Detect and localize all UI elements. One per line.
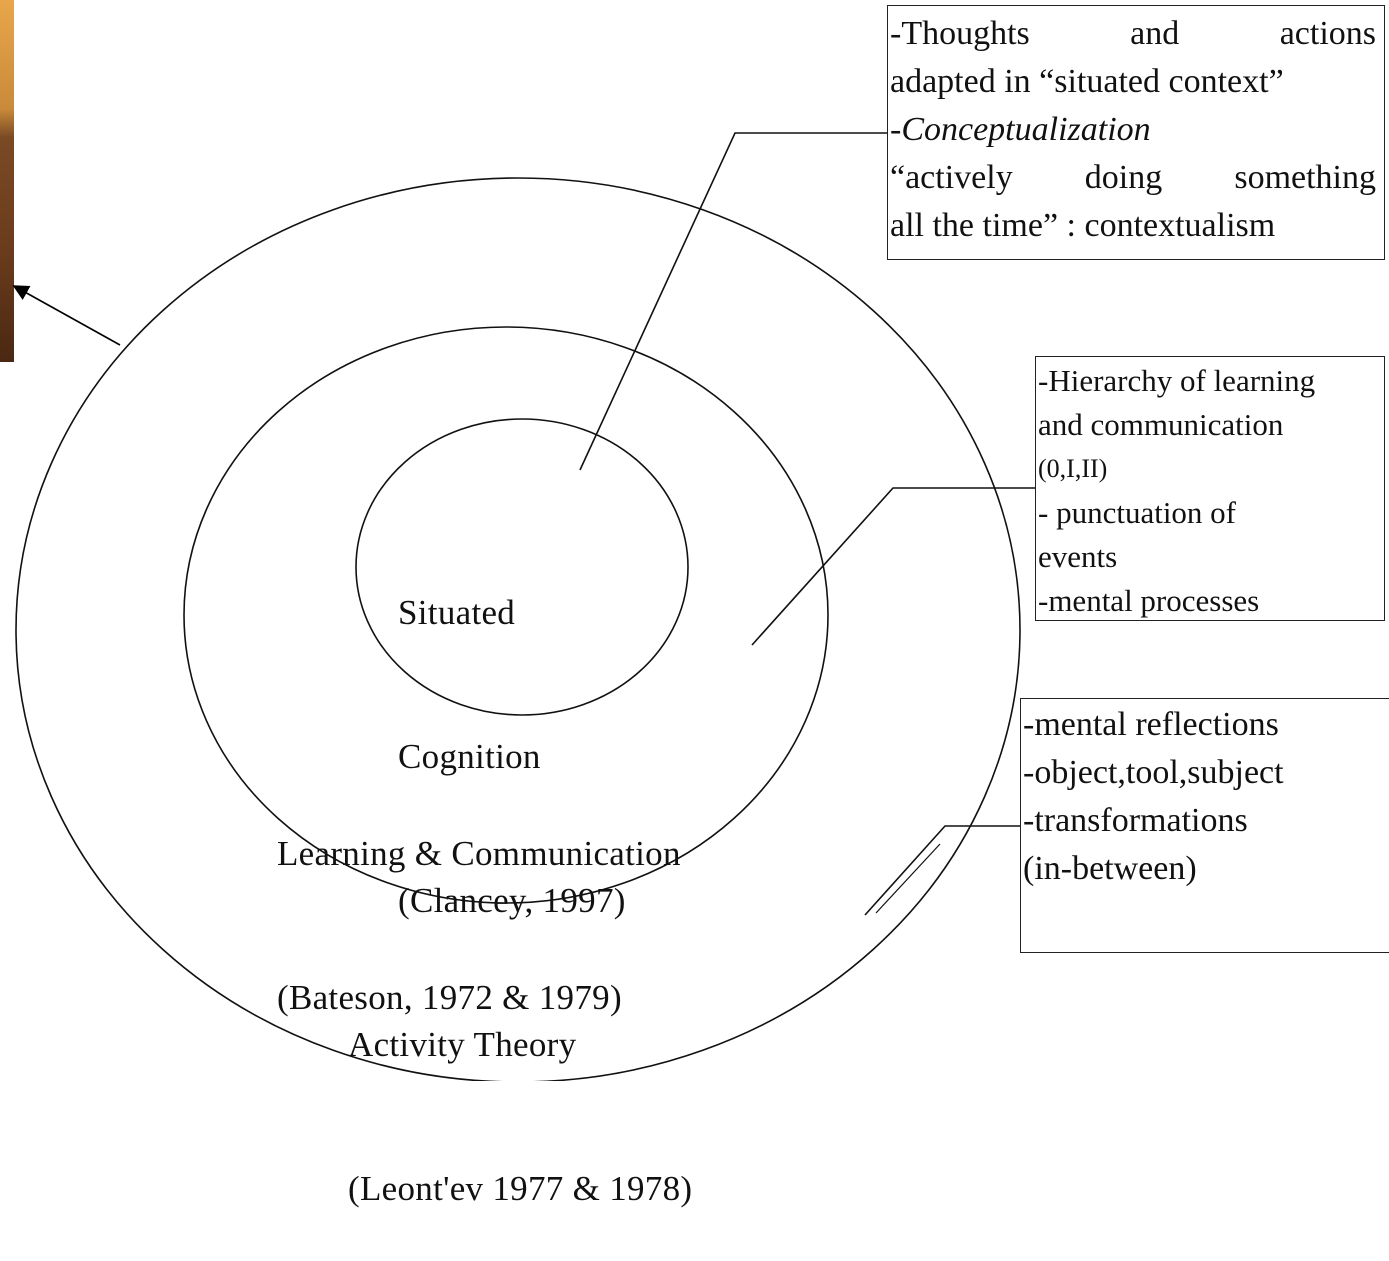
note-situated-line-4: “actively doing something — [890, 159, 1376, 196]
outer-circle-activity-theory — [15, 177, 1021, 1081]
arrow-to-photo — [12, 285, 121, 346]
label-situated-cognition: Situated Cognition (Clancey, 1997) — [398, 493, 626, 973]
label-situated-line-2: Cognition — [398, 737, 541, 776]
note-situated-line-1: -Thoughts and actions — [890, 15, 1376, 52]
photo-strip — [0, 0, 14, 362]
note-activity-line-4: (in-between) — [1023, 850, 1197, 887]
note-situated-line-3: -Conceptualization — [890, 111, 1151, 148]
label-learning-line-2: (Bateson, 1972 & 1979) — [277, 978, 622, 1017]
middle-circle-learning-communication — [183, 326, 829, 904]
label-situated-line-1: Situated — [398, 593, 516, 632]
label-situated-line-3: (Clancey, 1997) — [398, 881, 626, 920]
connector-situated-note — [579, 132, 888, 471]
note-activity-line-3: -transformations — [1023, 802, 1248, 839]
diagram-canvas — [12, 132, 1035, 1081]
note-learning-communication: -Hierarchy of learning and communication… — [1035, 356, 1385, 621]
note-learning-line-5: events — [1038, 539, 1118, 574]
note-activity-line-1: -mental reflections — [1023, 706, 1279, 743]
note-learning-line-1: -Hierarchy of learning — [1038, 363, 1316, 398]
inner-circle-situated-cognition — [355, 418, 689, 716]
connector-learning-note — [751, 487, 1035, 646]
label-activity-line-1: Activity Theory — [348, 1025, 577, 1064]
connector-activity-note — [864, 825, 1020, 916]
connector-activity-note-second-stroke — [875, 843, 941, 914]
note-learning-line-2: and communication — [1038, 407, 1284, 442]
label-activity-theory: Activity Theory (Leont'ev 1977 & 1978) — [348, 925, 692, 1261]
note-activity-line-2: -object,tool,subject — [1023, 754, 1284, 791]
label-learning-line-1: Learning & Communication — [277, 834, 681, 873]
note-learning-line-4: - punctuation of — [1038, 495, 1237, 530]
note-learning-line-3: (0,I,II) — [1038, 454, 1108, 483]
note-situated-cognition: -Thoughts and actions adapted in “situat… — [887, 5, 1385, 260]
label-learning-communication: Learning & Communication (Bateson, 1972 … — [277, 734, 681, 1070]
note-activity-theory: -mental reflections -object,tool,subject… — [1020, 698, 1389, 953]
label-activity-line-2: (Leont'ev 1977 & 1978) — [348, 1169, 693, 1208]
note-situated-line-2: adapted in “situated context” — [890, 63, 1284, 100]
note-situated-line-5: all the time” : contextualism — [890, 207, 1276, 244]
note-learning-line-6: -mental processes — [1038, 583, 1260, 618]
